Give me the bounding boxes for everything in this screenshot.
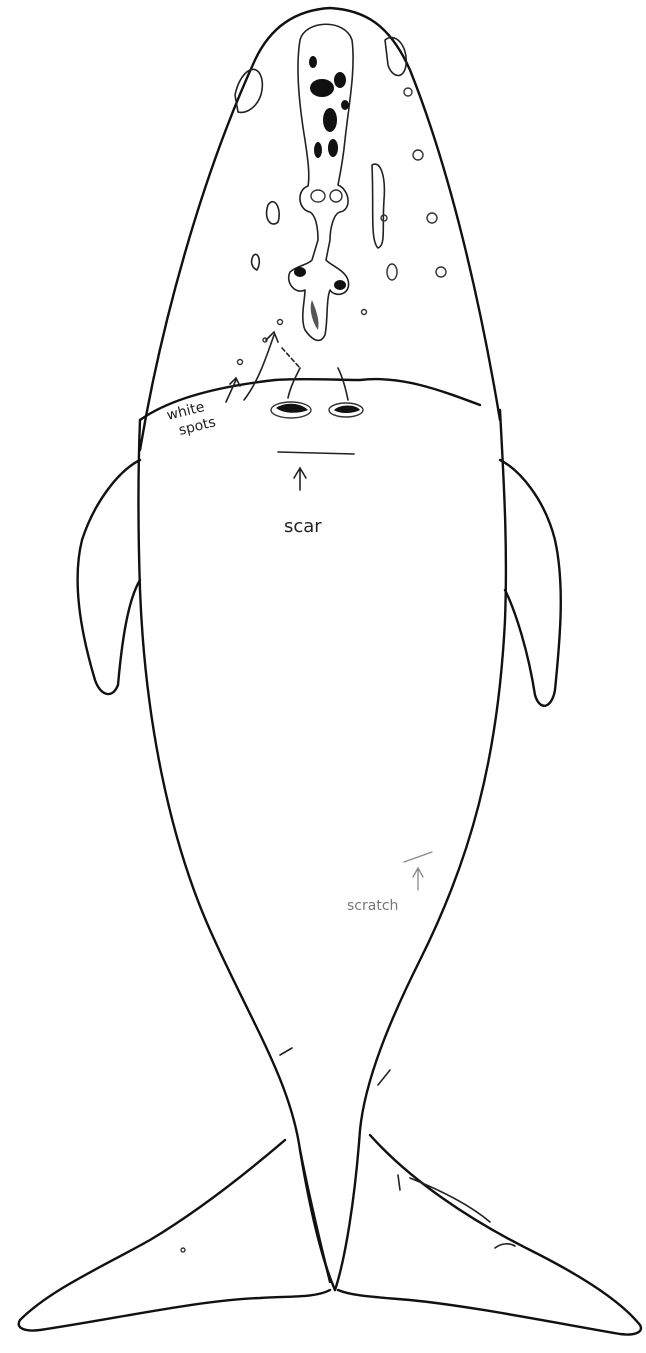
scratch-label: scratch [347,898,398,914]
tail-stock-cross [300,1150,330,1282]
scar-label: scar [284,516,322,537]
right-flipper [500,460,561,706]
scratch-arrow [413,868,423,890]
scar-arrow [294,468,306,490]
body-mark-1 [280,1048,292,1055]
callosity-markings [294,56,349,330]
left-head-spots [235,69,283,364]
fluke-mark-1 [398,1175,400,1190]
scar-line [278,452,354,454]
white-spots-arrow-2 [244,332,278,400]
fluke-dot [181,1248,185,1252]
right-head-spots [362,38,447,315]
body-outline-left [139,420,336,1290]
fluke-mark-2 [410,1178,490,1222]
left-flipper [78,460,140,694]
scratch-line [404,852,432,862]
white-spots-arrow-1 [226,378,240,402]
chin-line-left [288,368,300,398]
lower-lip-callosities [271,402,363,418]
white-spots-dash [282,348,300,368]
bonnet-callosity [289,24,353,340]
fluke-mark-3 [495,1244,515,1248]
body-mark-2 [378,1070,390,1085]
chin-line-right [338,368,348,400]
left-fluke [19,1140,330,1331]
head-outline [140,8,500,450]
body-outline-right [335,410,506,1290]
right-fluke [338,1135,641,1335]
